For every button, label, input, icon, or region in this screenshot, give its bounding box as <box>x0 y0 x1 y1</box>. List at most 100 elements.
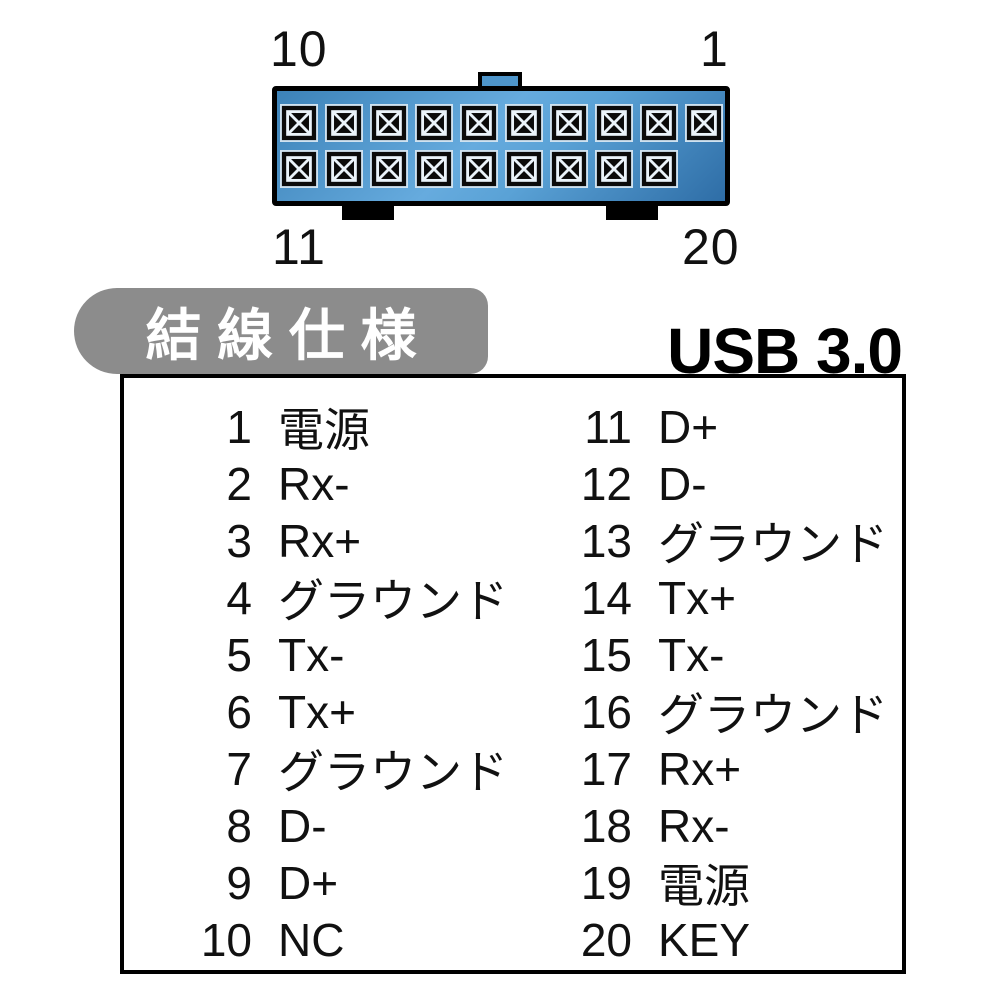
pin-signal-label: 電源 <box>658 859 750 912</box>
pin-contact <box>370 104 408 142</box>
pin-contact <box>595 104 633 142</box>
pin-table-row: 15 Tx- <box>560 626 888 683</box>
pin-contact <box>550 104 588 142</box>
pin-number: 17 <box>580 742 632 795</box>
pin-contact-icon <box>505 104 543 142</box>
pin-table-row: 5 Tx- <box>180 626 508 683</box>
pin-contact-icon <box>460 150 498 188</box>
pin-contact-icon <box>370 104 408 142</box>
pin-row-bottom <box>280 150 722 188</box>
pin-contact <box>280 104 318 142</box>
pin-contact-icon <box>640 104 678 142</box>
pin11-corner-label: 11 <box>272 219 326 275</box>
usb-standard-label: USB 3.0 <box>667 315 903 387</box>
pin-contact-icon <box>280 104 318 142</box>
pin-number: 9 <box>226 856 252 909</box>
pin-number: 5 <box>226 628 252 681</box>
pin-table-row: 4 グラウンド <box>180 569 508 627</box>
pin-contact <box>415 104 453 142</box>
pin-table-row: 19 電源 <box>560 854 888 912</box>
pin-contact-icon <box>415 104 453 142</box>
pin-table-row: 10 NC <box>180 911 508 968</box>
pin-table-row: 1 電源 <box>180 398 508 456</box>
connector-body <box>272 86 730 206</box>
pin-column-left: 1 電源 2 Rx- 3 Rx+ 4 グラウンド 5 Tx- 6 Tx+ 7 グラウンド 8 D- 9 D+ 10 N… <box>180 398 508 968</box>
pin-contact <box>280 150 318 188</box>
pin-number: 14 <box>580 571 632 624</box>
pin-contact-icon <box>415 150 453 188</box>
pin-contact-icon <box>595 104 633 142</box>
pin-number: 1 <box>226 400 252 453</box>
pin-contact-icon <box>325 104 363 142</box>
pin20-corner-label: 20 <box>682 219 740 275</box>
pin-number: 7 <box>226 742 252 795</box>
pin-number: 15 <box>580 628 632 681</box>
pin-contact <box>595 150 633 188</box>
pin-contact-icon <box>370 150 408 188</box>
pin-contact-icon <box>685 104 723 142</box>
pin-number: 10 <box>200 913 252 966</box>
spec-badge: 結線仕様 <box>74 288 488 374</box>
pin-key-empty-slot <box>685 150 723 188</box>
pin-table-row: 18 Rx- <box>560 797 888 854</box>
pin-contact-icon <box>505 150 543 188</box>
pin-contact <box>325 150 363 188</box>
pin-signal-label: グラウンド <box>278 574 508 627</box>
pin-number: 13 <box>580 514 632 567</box>
pin-signal-label: Tx- <box>658 628 725 681</box>
pin-signal-label: NC <box>278 913 345 966</box>
pin-contact <box>550 150 588 188</box>
pin-number: 16 <box>580 685 632 738</box>
pin-signal-label: 電源 <box>278 403 370 456</box>
pin-signal-label: グラウンド <box>658 517 888 570</box>
pin-number: 19 <box>580 856 632 909</box>
pin-number: 18 <box>580 799 632 852</box>
pin-table-row: 20 KEY <box>560 911 888 968</box>
pin-table-row: 7 グラウンド <box>180 740 508 798</box>
pin-contact <box>415 150 453 188</box>
pin-signal-label: Rx- <box>658 799 730 852</box>
pin-table-row: 3 Rx+ <box>180 512 508 569</box>
pin-table-row: 13 グラウンド <box>560 512 888 570</box>
pin-table-row: 8 D- <box>180 797 508 854</box>
pin-contact <box>685 104 723 142</box>
spec-badge-label: 結線仕様 <box>145 303 433 367</box>
pin-signal-label: Tx+ <box>278 685 356 738</box>
pin-contact-icon <box>280 150 318 188</box>
pin-signal-label: Tx- <box>278 628 345 681</box>
connector-bottom-tab-left <box>342 203 394 220</box>
pin-contact <box>505 150 543 188</box>
pin-number: 4 <box>226 571 252 624</box>
pin-signal-label: Rx+ <box>658 742 742 795</box>
pin-contact <box>640 104 678 142</box>
pin-signal-label: グラウンド <box>278 745 508 798</box>
pin-contact <box>640 150 678 188</box>
pin-signal-label: D- <box>278 799 327 852</box>
pin-number: 2 <box>226 457 252 510</box>
pin10-corner-label: 10 <box>270 21 328 77</box>
pin-contact-icon <box>325 150 363 188</box>
pin-contact <box>460 104 498 142</box>
pin-contact-icon <box>595 150 633 188</box>
pin-table-row: 17 Rx+ <box>560 740 888 797</box>
pin-contact-icon <box>640 150 678 188</box>
pin-number: 3 <box>226 514 252 567</box>
pin-signal-label: D+ <box>658 400 719 453</box>
pin-table-row: 6 Tx+ <box>180 683 508 740</box>
pin-signal-label: Rx+ <box>278 514 362 567</box>
pin-contact <box>505 104 543 142</box>
pin-number: 11 <box>584 400 632 453</box>
pin-signal-label: D+ <box>278 856 339 909</box>
pin-number: 20 <box>580 913 632 966</box>
pin-number: 6 <box>226 685 252 738</box>
pin-number: 8 <box>226 799 252 852</box>
pin-signal-label: Rx- <box>278 457 350 510</box>
pin-signal-label: KEY <box>658 913 751 966</box>
pin-contact <box>460 150 498 188</box>
pin-table-row: 11 D+ <box>560 398 888 455</box>
pin-table-row: 2 Rx- <box>180 455 508 512</box>
